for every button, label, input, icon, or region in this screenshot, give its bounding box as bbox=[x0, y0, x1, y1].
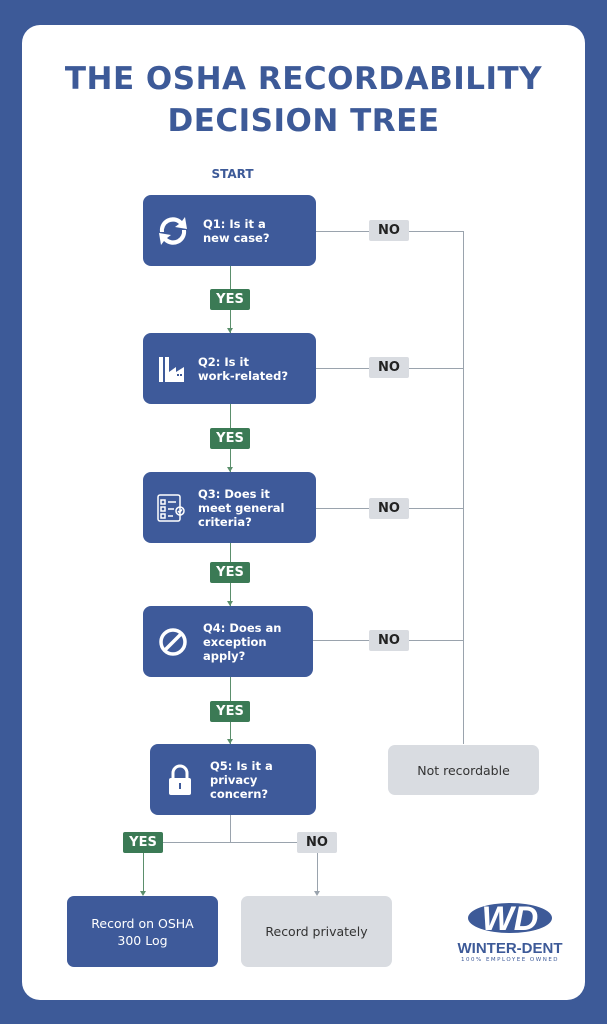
checklist-icon bbox=[143, 492, 198, 524]
lock-icon bbox=[150, 764, 210, 796]
start-label: START bbox=[211, 167, 254, 181]
svg-text:WD: WD bbox=[482, 900, 539, 936]
no-label: NO bbox=[369, 220, 409, 241]
connector bbox=[230, 815, 231, 842]
no-label: NO bbox=[369, 357, 409, 378]
yes-label: YES bbox=[123, 832, 163, 853]
no-label: NO bbox=[369, 498, 409, 519]
yes-label: YES bbox=[210, 701, 250, 722]
connector bbox=[143, 842, 144, 894]
refresh-icon bbox=[143, 212, 203, 250]
result-not-recordable: Not recordable bbox=[388, 745, 539, 795]
yes-label: YES bbox=[210, 428, 250, 449]
yes-label: YES bbox=[210, 562, 250, 583]
prohibited-icon bbox=[143, 627, 203, 657]
factory-icon bbox=[143, 354, 198, 384]
result-record-privately: Record privately bbox=[241, 896, 392, 967]
yes-label: YES bbox=[210, 289, 250, 310]
logo-mark: WD bbox=[468, 900, 552, 938]
connector bbox=[143, 842, 317, 843]
winter-dent-logo: WD WINTER-DENT 100% EMPLOYEE OWNED bbox=[457, 900, 563, 963]
connector bbox=[463, 231, 464, 744]
no-label: NO bbox=[369, 630, 409, 651]
no-label: NO bbox=[297, 832, 337, 853]
connector bbox=[317, 842, 318, 894]
